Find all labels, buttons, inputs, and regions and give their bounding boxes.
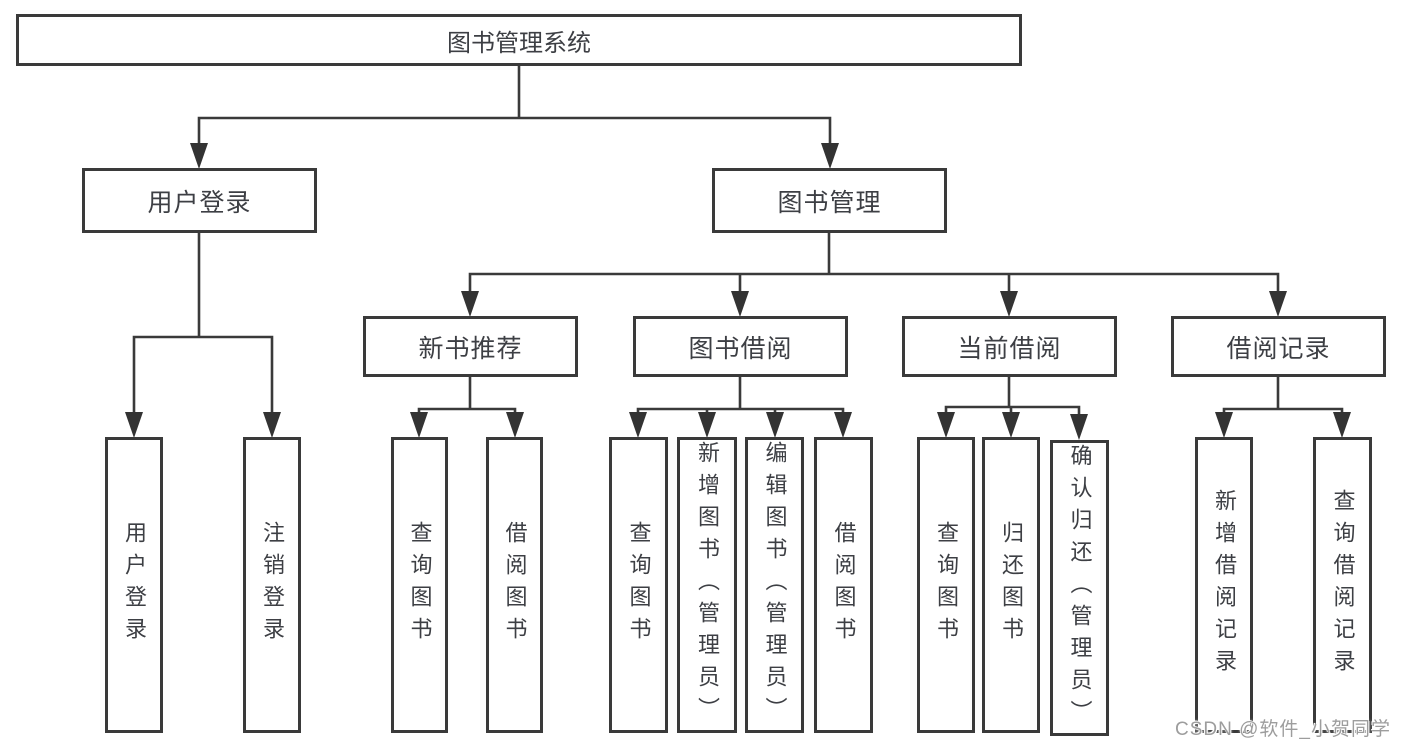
node-leaf-return-books: 归还图书 <box>982 437 1040 733</box>
node-leaf-add-borrow-record-label: 新增借阅记录 <box>1212 489 1237 681</box>
node-leaf-logout: 注销登录 <box>243 437 301 733</box>
node-current-borrowing-label: 当前借阅 <box>957 334 1062 363</box>
node-user-login-group-label: 用户登录 <box>147 188 252 217</box>
node-leaf-confirm-return-admin-label: 确认归还（管理员） <box>1067 444 1093 732</box>
node-book-management: 图书管理 <box>712 168 947 233</box>
node-leaf-query-books-borrowing: 查询图书 <box>609 437 668 733</box>
node-leaf-borrow-books-recommend-label: 借阅图书 <box>502 521 528 649</box>
node-leaf-logout-label: 注销登录 <box>260 521 285 649</box>
node-new-book-recommend-label: 新书推荐 <box>418 334 523 363</box>
node-leaf-confirm-return-admin: 确认归还（管理员） <box>1050 440 1109 736</box>
csdn-watermark: CSDN @软件_小贺同学 <box>1175 719 1391 740</box>
node-root: 图书管理系统 <box>16 14 1022 66</box>
node-leaf-add-books-admin: 新增图书（管理员） <box>677 437 737 733</box>
node-leaf-borrow-books: 借阅图书 <box>814 437 873 733</box>
node-leaf-query-borrow-record: 查询借阅记录 <box>1313 437 1372 733</box>
node-leaf-query-borrow-record-label: 查询借阅记录 <box>1330 489 1356 681</box>
node-root-label: 图书管理系统 <box>447 29 591 57</box>
node-borrow-records: 借阅记录 <box>1171 316 1386 377</box>
node-book-borrowing: 图书借阅 <box>633 316 848 377</box>
node-leaf-edit-books-admin: 编辑图书（管理员） <box>745 437 804 733</box>
node-book-borrowing-label: 图书借阅 <box>688 334 793 363</box>
node-book-management-label: 图书管理 <box>777 188 882 217</box>
node-leaf-query-books-borrowing-label: 查询图书 <box>626 521 652 649</box>
node-leaf-edit-books-admin-label: 编辑图书（管理员） <box>762 441 788 729</box>
node-leaf-query-books-current: 查询图书 <box>917 437 975 733</box>
node-leaf-query-books-current-label: 查询图书 <box>934 521 959 649</box>
node-current-borrowing: 当前借阅 <box>902 316 1117 377</box>
node-leaf-borrow-books-label: 借阅图书 <box>831 521 857 649</box>
node-leaf-query-books-recommend: 查询图书 <box>391 437 448 733</box>
node-new-book-recommend: 新书推荐 <box>363 316 578 377</box>
node-user-login-group: 用户登录 <box>82 168 317 233</box>
node-leaf-add-borrow-record: 新增借阅记录 <box>1195 437 1253 733</box>
node-leaf-user-login-label: 用户登录 <box>122 521 147 649</box>
node-leaf-add-books-admin-label: 新增图书（管理员） <box>695 441 720 729</box>
node-leaf-user-login: 用户登录 <box>105 437 163 733</box>
node-leaf-borrow-books-recommend: 借阅图书 <box>486 437 543 733</box>
node-leaf-query-books-recommend-label: 查询图书 <box>407 521 433 649</box>
node-borrow-records-label: 借阅记录 <box>1226 334 1331 363</box>
node-leaf-return-books-label: 归还图书 <box>999 521 1024 649</box>
arrowheads <box>125 143 1351 440</box>
tree-edges <box>132 66 1344 415</box>
